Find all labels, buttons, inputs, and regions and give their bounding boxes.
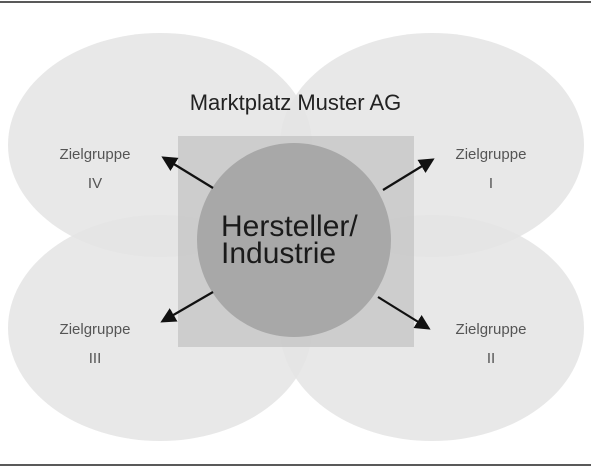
group-numeral: IV — [87, 175, 103, 192]
label-zielgruppe-i: Zielgruppe I — [431, 146, 551, 192]
group-name: Zielgruppe — [59, 146, 131, 163]
group-numeral: I — [488, 175, 494, 192]
label-zielgruppe-iii: Zielgruppe III — [35, 321, 155, 367]
group-numeral: III — [88, 350, 102, 367]
group-name: Zielgruppe — [455, 321, 527, 338]
center-label-line2: Industrie — [221, 237, 337, 270]
diagram-title: Marktplatz Muster AG — [189, 90, 402, 115]
arrow-to-zielgruppe-ii — [377, 296, 431, 330]
arrow-to-zielgruppe-i — [382, 158, 435, 191]
center-label: Hersteller/ Industrie — [221, 210, 358, 270]
group-name: Zielgruppe — [455, 146, 527, 163]
center-label-line1: Hersteller/ — [221, 210, 358, 243]
arrow-to-zielgruppe-iv — [161, 156, 214, 189]
label-zielgruppe-ii: Zielgruppe II — [431, 321, 551, 367]
group-numeral: II — [486, 350, 496, 367]
group-name: Zielgruppe — [59, 321, 131, 338]
arrow-to-zielgruppe-iii — [160, 291, 214, 323]
label-zielgruppe-iv: Zielgruppe IV — [35, 146, 155, 192]
center-circle — [197, 143, 391, 337]
